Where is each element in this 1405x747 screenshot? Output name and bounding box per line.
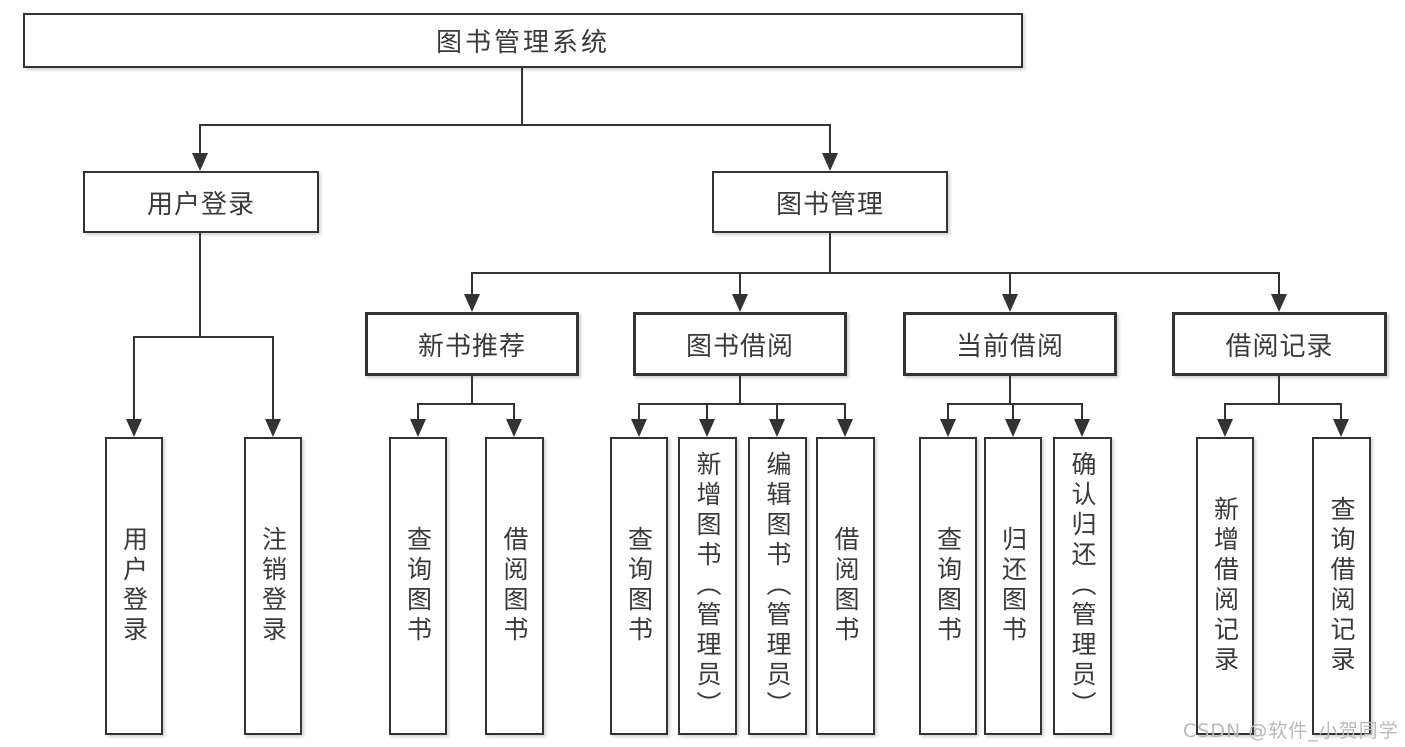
node-new-book-recommend: 新书推荐 [365,312,579,376]
arrow-down-icon [265,419,281,437]
leaf-query-books-recommend: 查询图书 [389,437,447,735]
arrow-down-icon [1333,419,1349,437]
connector-vline [1278,272,1280,296]
leaf-query-borrow-record: 查询借阅记录 [1312,437,1371,735]
leaf-query-books-borrow: 查询图书 [610,437,668,735]
node-new-book-recommend-label: 新书推荐 [417,331,526,362]
connector-hline [638,403,846,405]
arrow-down-icon [192,153,208,171]
arrow-down-icon [1271,294,1287,312]
node-book-management: 图书管理 [712,171,948,233]
connector-hline [133,336,274,338]
connector-vline [521,68,523,126]
node-borrow-records: 借阅记录 [1172,312,1387,376]
node-book-borrow-label: 图书借阅 [685,331,794,362]
connector-hline [471,272,1280,274]
connector-hline [199,124,831,126]
leaf-borrow-books-recommend-label: 借阅图书 [500,526,529,646]
connector-vline [471,272,473,296]
connector-vline [133,336,135,421]
connector-hline [1224,403,1342,405]
leaf-add-books-admin-label: 新增图书（管理员） [693,451,722,721]
arrow-down-icon [126,419,142,437]
leaf-confirm-return-admin: 确认归还（管理员） [1053,437,1112,735]
leaf-query-books-current-label: 查询图书 [933,526,963,646]
node-current-borrow-label: 当前借阅 [955,331,1064,362]
leaf-user-login-label: 用户登录 [119,526,149,646]
node-user-login-label: 用户登录 [146,189,255,220]
node-book-borrow: 图书借阅 [633,312,847,376]
leaf-query-borrow-record-label: 查询借阅记录 [1327,496,1356,676]
leaf-confirm-return-admin-label: 确认归还（管理员） [1068,451,1097,721]
connector-vline [776,403,778,421]
node-current-borrow: 当前借阅 [903,312,1117,376]
leaf-add-books-admin: 新增图书（管理员） [678,437,737,735]
connector-vline [199,233,201,338]
node-borrow-records-label: 借阅记录 [1225,331,1334,362]
connector-vline [739,272,741,296]
arrow-down-icon [769,419,785,437]
connector-vline [1012,403,1014,421]
node-root-label: 图书管理系统 [435,28,610,58]
arrow-down-icon [506,419,522,437]
arrow-down-icon [410,419,426,437]
connector-vline [1224,403,1226,421]
leaf-query-books-current: 查询图书 [919,437,977,735]
leaf-edit-books-admin: 编辑图书（管理员） [748,437,807,735]
connector-vline [638,403,640,421]
connector-vline [829,233,831,274]
arrow-down-icon [1074,419,1090,437]
connector-hline [417,403,515,405]
leaf-add-borrow-record: 新增借阅记录 [1196,437,1254,735]
connector-vline [844,403,846,421]
leaf-borrow-books: 借阅图书 [816,437,875,735]
leaf-logout: 注销登录 [244,437,302,735]
arrow-down-icon [1005,419,1021,437]
connector-vline [199,124,201,155]
leaf-borrow-books-label: 借阅图书 [831,526,860,646]
connector-vline [417,403,419,421]
connector-vline [739,376,741,405]
connector-vline [513,403,515,421]
connector-vline [1278,376,1280,405]
leaf-edit-books-admin-label: 编辑图书（管理员） [763,451,792,721]
connector-vline [1340,403,1342,421]
arrow-down-icon [1002,294,1018,312]
connector-vline [706,403,708,421]
connector-vline [1009,376,1011,405]
arrow-down-icon [464,294,480,312]
node-book-management-label: 图书管理 [775,189,884,220]
connector-vline [947,403,949,421]
csdn-watermark: CSDN @软件_小贺同学 [1183,720,1399,742]
connector-vline [471,376,473,405]
arrow-down-icon [732,294,748,312]
connector-vline [829,124,831,155]
arrow-down-icon [699,419,715,437]
leaf-query-books-recommend-label: 查询图书 [403,526,433,646]
arrow-down-icon [940,419,956,437]
leaf-logout-label: 注销登录 [258,526,288,646]
node-user-login: 用户登录 [83,171,319,233]
arrow-down-icon [1217,419,1233,437]
leaf-query-books-borrow-label: 查询图书 [624,526,654,646]
leaf-add-borrow-record-label: 新增借阅记录 [1210,496,1240,676]
connector-vline [1081,403,1083,421]
arrow-down-icon [631,419,647,437]
connector-vline [272,336,274,421]
arrow-down-icon [822,153,838,171]
arrow-down-icon [837,419,853,437]
leaf-return-books-label: 归还图书 [998,526,1028,646]
leaf-user-login: 用户登录 [105,437,163,735]
leaf-borrow-books-recommend: 借阅图书 [485,437,544,735]
connector-vline [1009,272,1011,296]
leaf-return-books: 归还图书 [984,437,1042,735]
connector-hline [947,403,1083,405]
node-root: 图书管理系统 [23,13,1023,68]
